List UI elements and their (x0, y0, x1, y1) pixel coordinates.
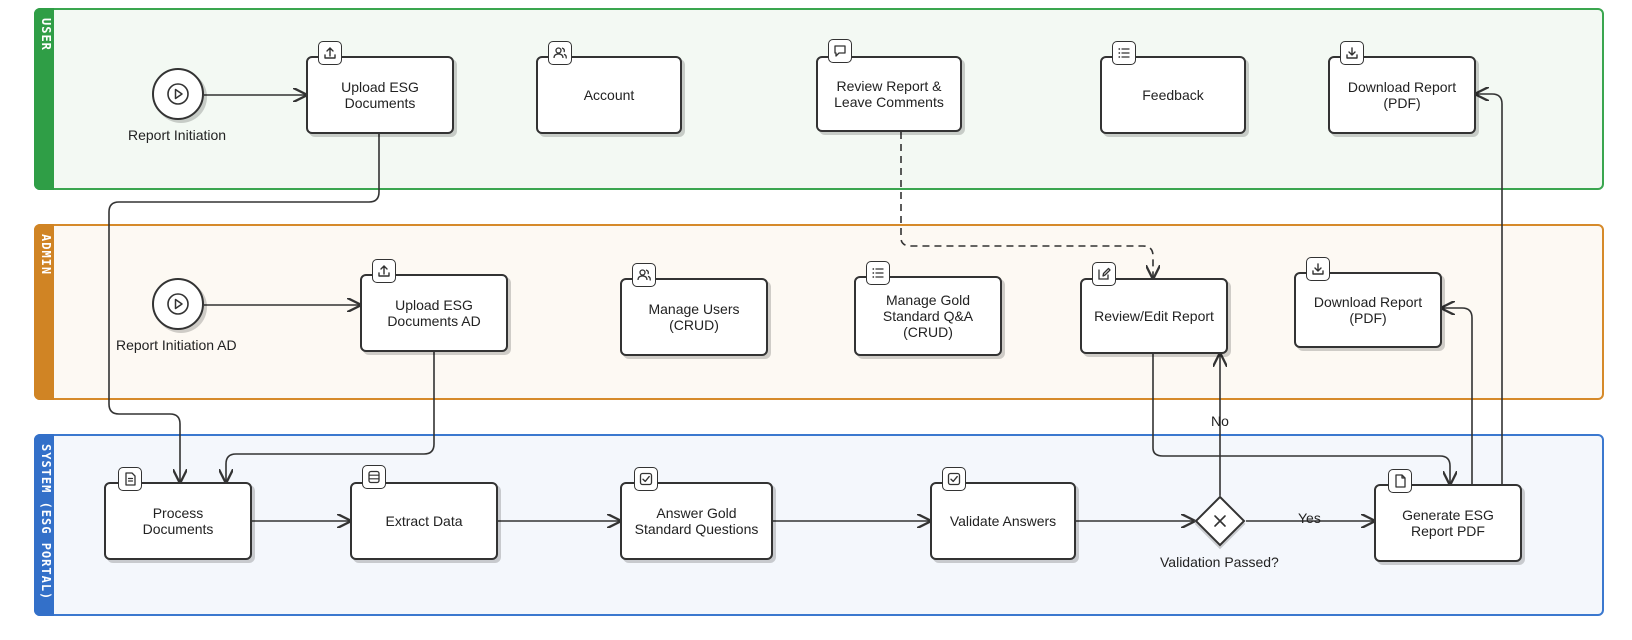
document-icon (118, 467, 142, 491)
admin-manage-gold-label: Manage Gold Standard Q&A (CRUD) (882, 292, 974, 340)
admin-upload-label: Upload ESG Documents AD (387, 297, 481, 329)
admin-download-label: Download Report (PDF) (1313, 294, 1423, 326)
edge-label-yes: Yes (1298, 510, 1321, 526)
user-start-label: Report Initiation (128, 127, 227, 143)
file-icon (1388, 469, 1412, 493)
user-review-box[interactable]: Review Report & Leave Comments (816, 56, 962, 132)
upload-icon (318, 41, 342, 65)
system-generate-box[interactable]: Generate ESG Report PDF (1374, 484, 1522, 562)
system-process-box[interactable]: Process Documents (104, 482, 252, 560)
admin-manage-users-label: Manage Users (CRUD) (648, 301, 740, 333)
admin-manage-gold-box[interactable]: Manage Gold Standard Q&A (CRUD) (854, 276, 1002, 356)
system-answer-box[interactable]: Answer Gold Standard Questions (620, 482, 773, 560)
system-answer-label: Answer Gold Standard Questions (634, 505, 759, 537)
system-process-label: Process Documents (142, 505, 214, 537)
admin-review-edit-label: Review/Edit Report (1094, 308, 1214, 324)
user-download-label: Download Report (PDF) (1347, 79, 1457, 111)
user-account-box[interactable]: Account (536, 56, 682, 134)
user-review-label: Review Report & Leave Comments (834, 78, 944, 110)
edit-icon (1092, 262, 1116, 286)
close-icon (1205, 506, 1235, 536)
lane-user-label: USER (39, 18, 53, 51)
users-icon (548, 41, 572, 65)
system-generate-label: Generate ESG Report PDF (1402, 507, 1494, 539)
user-feedback-box[interactable]: Feedback (1100, 56, 1246, 134)
lane-system: SYSTEM (ESG PORTAL) (34, 434, 1604, 616)
user-feedback-label: Feedback (1142, 87, 1204, 103)
lane-admin-strip (34, 224, 54, 400)
system-validate-box[interactable]: Validate Answers (930, 482, 1076, 560)
admin-start-label: Report Initiation AD (116, 337, 237, 353)
database-icon (362, 465, 386, 489)
user-download-box[interactable]: Download Report (PDF) (1328, 56, 1476, 134)
system-extract-label: Extract Data (385, 513, 463, 529)
lane-user-strip (34, 8, 54, 190)
download-icon (1306, 257, 1330, 281)
admin-manage-users-box[interactable]: Manage Users (CRUD) (620, 278, 768, 356)
download-icon (1340, 41, 1364, 65)
decision-label: Validation Passed? (1160, 554, 1279, 570)
user-account-label: Account (583, 87, 635, 103)
admin-download-box[interactable]: Download Report (PDF) (1294, 272, 1442, 348)
system-validate-label: Validate Answers (949, 513, 1057, 529)
edge-label-no: No (1211, 413, 1229, 429)
comment-icon (828, 39, 852, 63)
lane-system-strip (34, 434, 54, 616)
upload-icon (372, 259, 396, 283)
checkbox-icon (942, 467, 966, 491)
admin-review-edit-box[interactable]: Review/Edit Report (1080, 278, 1228, 354)
user-start-node (152, 68, 204, 120)
list-icon (1112, 41, 1136, 65)
lane-admin-label: ADMIN (39, 234, 53, 276)
admin-upload-box[interactable]: Upload ESG Documents AD (360, 274, 508, 352)
user-upload-label: Upload ESG Documents (341, 79, 419, 111)
lane-system-label: SYSTEM (ESG PORTAL) (39, 444, 53, 601)
list-icon (866, 261, 890, 285)
checkbox-icon (634, 467, 658, 491)
admin-start-node (152, 278, 204, 330)
user-upload-box[interactable]: Upload ESG Documents (306, 56, 454, 134)
play-icon (167, 83, 189, 105)
users-icon (632, 263, 656, 287)
play-icon (167, 293, 189, 315)
system-extract-box[interactable]: Extract Data (350, 482, 498, 560)
